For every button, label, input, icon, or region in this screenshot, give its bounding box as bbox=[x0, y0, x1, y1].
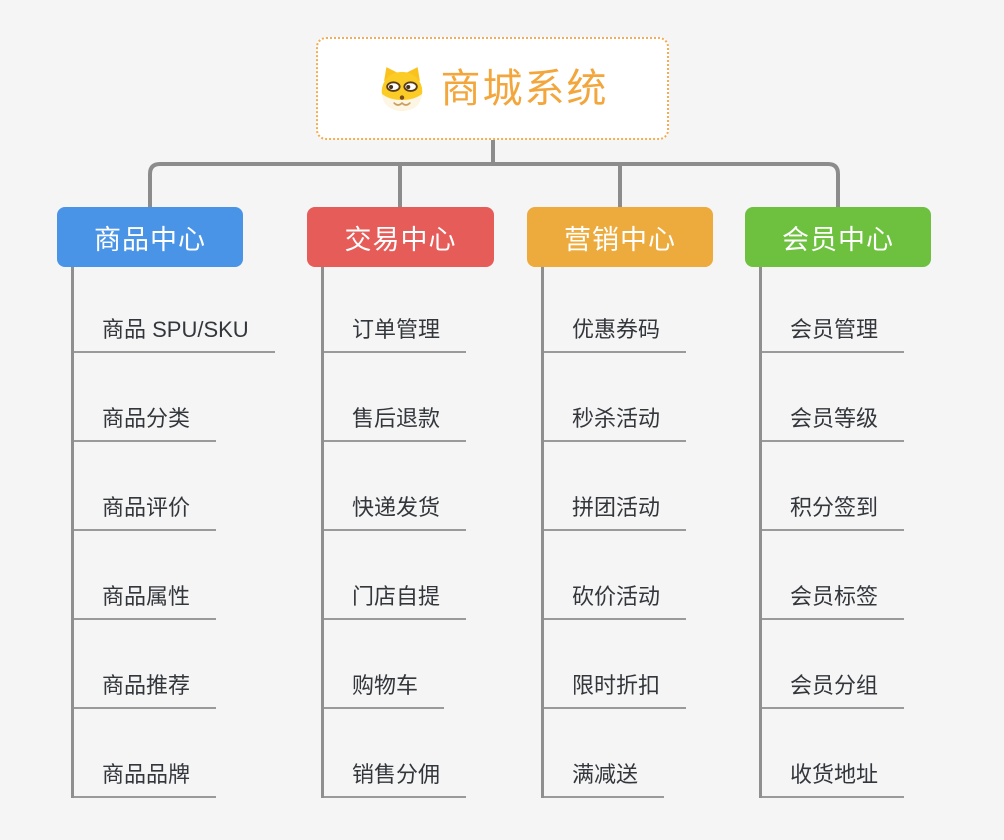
leaf-node[interactable]: 销售分佣 bbox=[324, 709, 467, 798]
root-title: 商城系统 bbox=[440, 66, 609, 111]
leaf-node[interactable]: 收货地址 bbox=[762, 709, 905, 798]
leaf-node[interactable]: 商品属性 bbox=[74, 531, 217, 620]
leaf-node[interactable]: 秒杀活动 bbox=[544, 353, 687, 442]
leaf-node[interactable]: 会员等级 bbox=[762, 353, 905, 442]
leaf-node[interactable]: 优惠券码 bbox=[544, 267, 687, 353]
leaf-node[interactable]: 购物车 bbox=[324, 620, 445, 709]
leaf-node[interactable]: 商品评价 bbox=[74, 442, 217, 531]
branch-header-member[interactable]: 会员中心 bbox=[745, 207, 931, 267]
leaf-node[interactable]: 会员管理 bbox=[762, 267, 905, 353]
branch-header-product[interactable]: 商品中心 bbox=[57, 207, 243, 267]
leaf-node[interactable]: 商品分类 bbox=[74, 353, 217, 442]
leaf-node[interactable]: 商品推荐 bbox=[74, 620, 217, 709]
branch-header-trade[interactable]: 交易中心 bbox=[307, 207, 494, 267]
leaf-node[interactable]: 砍价活动 bbox=[544, 531, 687, 620]
branch-leaf-list: 优惠券码 秒杀活动 拼团活动 砍价活动 限时折扣 满减送 bbox=[541, 267, 713, 798]
leaf-node[interactable]: 拼团活动 bbox=[544, 442, 687, 531]
leaf-node[interactable]: 会员分组 bbox=[762, 620, 905, 709]
leaf-node[interactable]: 限时折扣 bbox=[544, 620, 687, 709]
leaf-node[interactable]: 快递发货 bbox=[324, 442, 467, 531]
leaf-node[interactable]: 积分签到 bbox=[762, 442, 905, 531]
branch-header-marketing[interactable]: 营销中心 bbox=[527, 207, 713, 267]
branch-leaf-list: 会员管理 会员等级 积分签到 会员标签 会员分组 收货地址 bbox=[759, 267, 931, 798]
leaf-node[interactable]: 会员标签 bbox=[762, 531, 905, 620]
branch-leaf-list: 商品 SPU/SKU 商品分类 商品评价 商品属性 商品推荐 商品品牌 bbox=[71, 267, 275, 798]
branch-product-center: 商品中心 商品 SPU/SKU 商品分类 商品评价 商品属性 商品推荐 商品品牌 bbox=[57, 207, 275, 798]
leaf-node[interactable]: 订单管理 bbox=[324, 267, 467, 353]
leaf-node[interactable]: 门店自提 bbox=[324, 531, 467, 620]
leaf-node[interactable]: 商品 SPU/SKU bbox=[74, 267, 275, 353]
branch-trade-center: 交易中心 订单管理 售后退款 快递发货 门店自提 购物车 销售分佣 bbox=[307, 207, 494, 798]
leaf-node[interactable]: 商品品牌 bbox=[74, 709, 217, 798]
shiba-dog-face-icon bbox=[377, 65, 427, 113]
branch-marketing-center: 营销中心 优惠券码 秒杀活动 拼团活动 砍价活动 限时折扣 满减送 bbox=[527, 207, 713, 798]
branch-member-center: 会员中心 会员管理 会员等级 积分签到 会员标签 会员分组 收货地址 bbox=[745, 207, 931, 798]
leaf-node[interactable]: 满减送 bbox=[544, 709, 665, 798]
root-node[interactable]: 商城系统 bbox=[316, 37, 669, 140]
leaf-node[interactable]: 售后退款 bbox=[324, 353, 467, 442]
branch-leaf-list: 订单管理 售后退款 快递发货 门店自提 购物车 销售分佣 bbox=[321, 267, 494, 798]
